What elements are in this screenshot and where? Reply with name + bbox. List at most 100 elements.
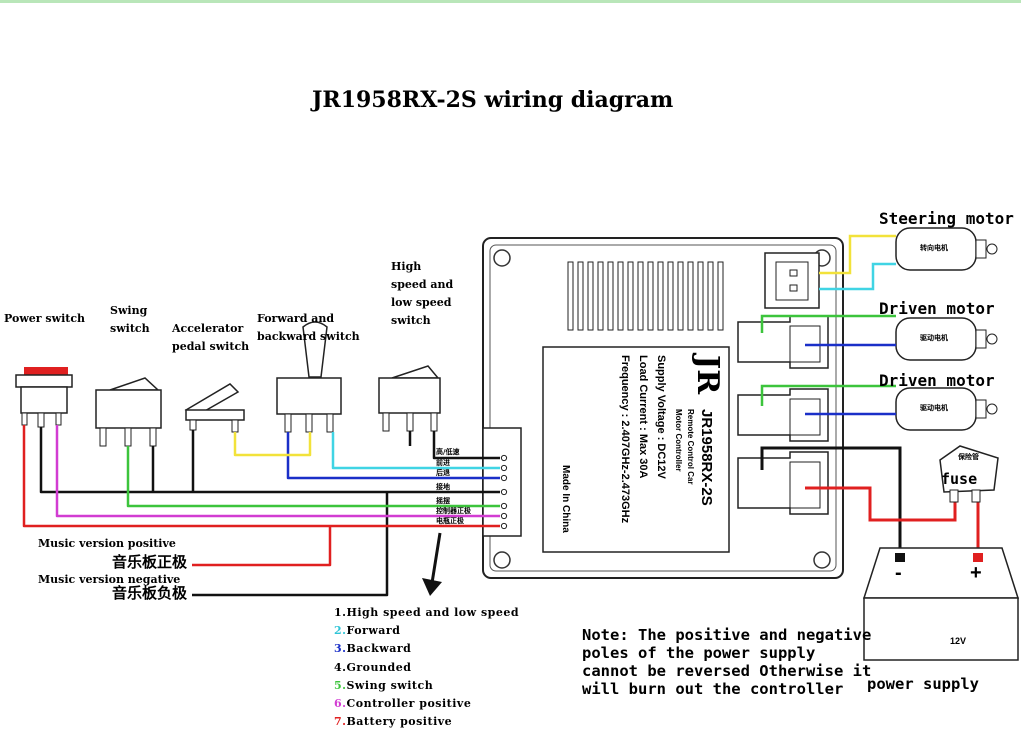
- legend-number: 3.: [334, 642, 347, 656]
- controller-box: [482, 237, 844, 579]
- vent-slot: [667, 261, 674, 331]
- controller-made-in: Made In China: [560, 465, 571, 533]
- terminal-pin: [500, 464, 508, 472]
- legend-number: 4.: [334, 660, 347, 674]
- legend-item: 4.Grounded: [334, 659, 519, 677]
- wire-yellow-pedal: [233, 432, 312, 457]
- controller-logo: JR: [690, 355, 725, 395]
- legend-number: 2.: [334, 624, 347, 638]
- legend-number: 6.: [334, 697, 347, 711]
- controller-sub2: Motor Controller: [674, 409, 683, 472]
- wire-ground: [39, 427, 500, 494]
- driven-motor-1-label: Driven motor: [879, 299, 995, 318]
- music-negative-cn: 音乐板负极: [112, 584, 188, 602]
- power-switch-label: Power switch: [4, 312, 86, 325]
- fuse-cn-label: 保险管: [958, 453, 979, 461]
- driven-motor-2-cn: 驱动电机: [920, 404, 948, 412]
- legend-text: Backward: [346, 642, 412, 656]
- wire-music-positive: [192, 526, 332, 567]
- power-supply-label: power supply: [867, 675, 979, 693]
- drive-connector-1: [737, 315, 829, 369]
- terminal-label: 高/低速: [436, 448, 460, 456]
- vent-slot: [677, 261, 684, 331]
- terminal-pin: [500, 502, 508, 510]
- legend-text: Forward: [346, 624, 401, 638]
- diagram-title: JR1958RX-2S wiring diagram: [312, 87, 674, 113]
- controller-plate-text: JR JR1958RX-2S Remote Control Car Motor …: [543, 347, 729, 552]
- wire-backward: [286, 432, 500, 480]
- vent-slot: [627, 261, 634, 331]
- terminal-pin: [500, 454, 508, 462]
- vent-slot: [637, 261, 644, 331]
- swing-switch-graphic: [95, 377, 162, 447]
- controller-sub1: Remote Control Car: [686, 409, 695, 485]
- driven-motor-1: [760, 314, 998, 361]
- driven-motor-2-label: Driven motor: [879, 371, 995, 390]
- legend-item: 1.High speed and low speed: [334, 604, 519, 622]
- vent-slot: [587, 261, 594, 331]
- controller-frequency: Frequency : 2.407GHz-2.473GHz: [619, 355, 631, 524]
- steering-motor-cn: 转向电机: [920, 244, 948, 252]
- terminal-pin: [500, 512, 508, 520]
- legend-number: 5.: [334, 678, 347, 692]
- terminal-label: 前进: [436, 459, 450, 467]
- music-positive-en: Music version positive: [38, 537, 176, 550]
- vent-slot: [617, 261, 624, 331]
- wire-swing: [126, 446, 500, 508]
- terminal-label: 摇摆: [436, 497, 450, 505]
- legend-item: 5.Swing switch: [334, 677, 519, 695]
- wire-ground-music: [192, 492, 389, 597]
- screw-hole-tl: [493, 249, 511, 267]
- vent-slot: [657, 261, 664, 331]
- vent-slot: [687, 261, 694, 331]
- accelerator-pedal-graphic: [184, 383, 245, 433]
- power-connector: [737, 451, 829, 515]
- steering-motor: [819, 227, 998, 291]
- wire-controller-positive: [55, 425, 500, 518]
- arrow-down: [422, 532, 442, 596]
- terminal-label: 接地: [436, 483, 450, 491]
- vent-slot: [567, 261, 574, 331]
- terminal-label: 后退: [436, 469, 450, 477]
- legend-item: 7.Battery positive: [334, 713, 519, 731]
- driven-motor-1-cn: 驱动电机: [920, 334, 948, 342]
- legend-item: 3.Backward: [334, 640, 519, 658]
- fuse-graphic: [939, 445, 999, 503]
- legend-item: 2.Forward: [334, 622, 519, 640]
- terminal-pin: [500, 522, 508, 530]
- music-negative-en: Music version negative: [38, 573, 181, 586]
- battery-plus: +: [970, 562, 982, 584]
- vent-slot: [607, 261, 614, 331]
- terminal-block: [482, 427, 522, 537]
- warning-note: Note: The positive and negative poles of…: [582, 626, 872, 698]
- legend-text: Swing switch: [346, 678, 434, 692]
- motors: [760, 227, 998, 431]
- vent-slot: [577, 261, 584, 331]
- wire-high-low: [432, 431, 500, 460]
- legend-text: Grounded: [346, 660, 412, 674]
- drive-connector-2: [737, 388, 829, 442]
- battery-graphic: [862, 547, 1020, 661]
- legend-text: High speed and low speed: [346, 606, 520, 619]
- left-wires: [22, 425, 500, 597]
- wire-battery-positive: [22, 425, 500, 528]
- battery-minus: -: [895, 562, 902, 584]
- wire-forward: [331, 432, 500, 470]
- controller-load: Load Current : Max 30A: [637, 355, 649, 479]
- legend-number: 7.: [334, 715, 347, 729]
- vent-slot: [707, 261, 714, 331]
- controller-label-plate: [542, 346, 730, 553]
- terminal-label: 电瓶正极: [436, 517, 464, 525]
- top-border-line: [0, 0, 1021, 3]
- terminal-pin: [500, 474, 508, 482]
- legend-number: 1.: [334, 606, 347, 619]
- terminal-pin: [500, 488, 508, 496]
- vent-slot: [647, 261, 654, 331]
- legend-text: Controller positive: [346, 697, 472, 711]
- high-low-switch-graphic: [378, 365, 441, 432]
- vent-slot: [597, 261, 604, 331]
- driven-motor-2: [760, 384, 998, 431]
